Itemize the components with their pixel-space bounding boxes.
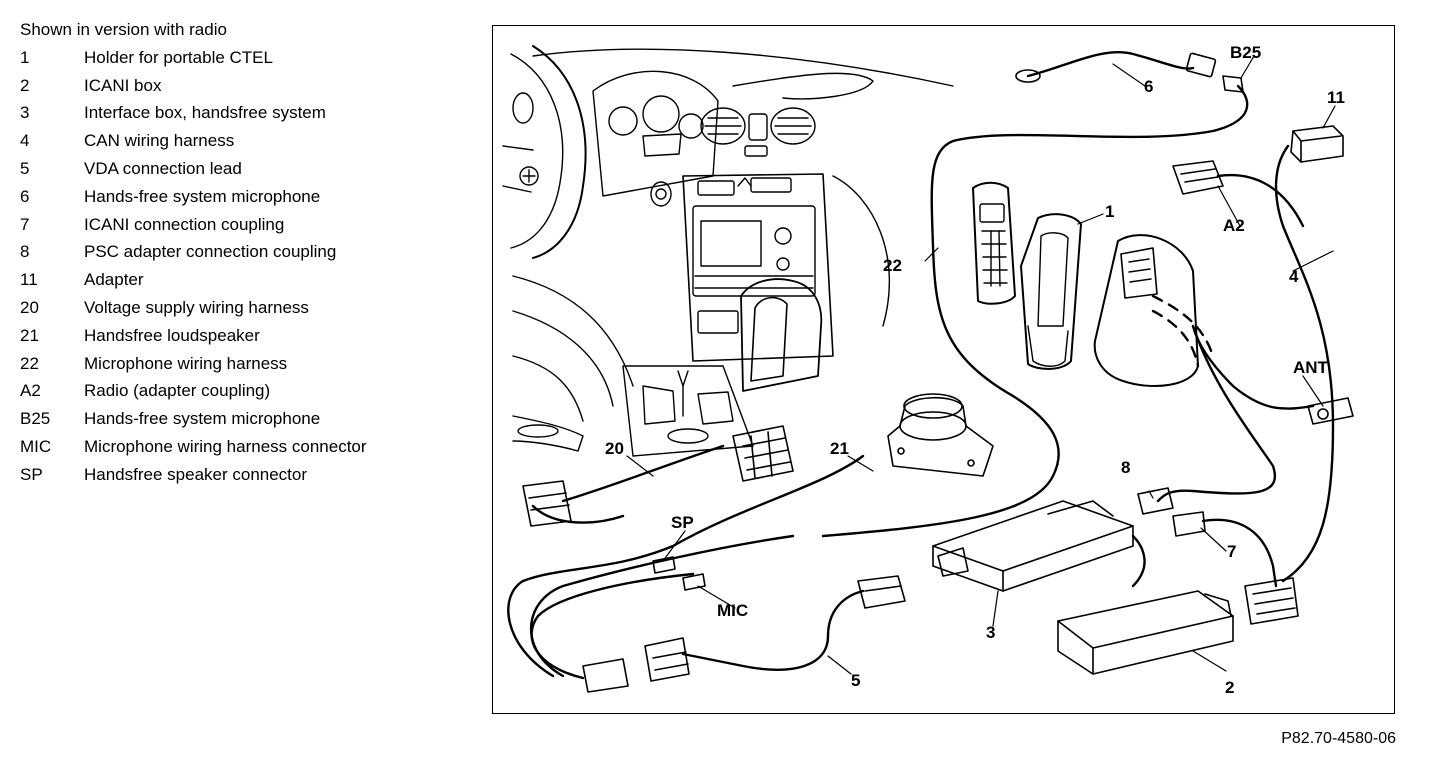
callout-4: 4 (1289, 267, 1299, 286)
callout-A2: A2 (1223, 216, 1245, 235)
legend-code: SP (20, 464, 43, 484)
legend-item: 21 Handsfree loudspeaker (20, 322, 367, 350)
callout-6: 6 (1144, 77, 1153, 96)
callout-labels: 1 2 3 4 5 6 7 8 11 20 21 22 A2 B25 ANT M… (605, 43, 1345, 697)
legend-code: 4 (20, 131, 30, 151)
legend-text: PSC adapter connection coupling (84, 242, 337, 262)
legend-text: Hands-free system microphone (84, 186, 321, 206)
figure-reference: P82.70-4580-06 (1281, 730, 1396, 747)
callout-ANT: ANT (1293, 358, 1329, 377)
callout-20: 20 (605, 439, 624, 458)
callout-3: 3 (986, 623, 995, 642)
callout-11: 11 (1327, 88, 1345, 107)
legend-item: 3 Interface box, handsfree system (20, 99, 367, 127)
callout-22: 22 (883, 256, 902, 275)
legend-text: Voltage supply wiring harness (84, 297, 309, 317)
diagram-frame: 1 2 3 4 5 6 7 8 11 20 21 22 A2 B25 ANT M… (492, 25, 1395, 714)
legend-item: 5 VDA connection lead (20, 155, 367, 183)
legend-code: A2 (20, 381, 41, 401)
legend-code: 22 (20, 353, 39, 373)
callout-7: 7 (1227, 542, 1236, 561)
legend-text: Holder for portable CTEL (84, 47, 273, 67)
legend-code: 3 (20, 103, 30, 123)
legend-code: 7 (20, 214, 30, 234)
legend-text: Hands-free system microphone (84, 409, 321, 429)
leader-lines (626, 55, 1336, 675)
legend-item: MIC Microphone wiring harness connector (20, 433, 367, 461)
legend-item: 22 Microphone wiring harness (20, 350, 367, 378)
legend-code: 11 (20, 270, 38, 290)
legend-item: 11 Adapter (20, 266, 367, 294)
legend-heading: Shown in version with radio (20, 20, 227, 39)
legend-text: Microphone wiring harness (84, 353, 288, 373)
legend-code: 8 (20, 242, 30, 262)
legend-text: VDA connection lead (84, 158, 242, 178)
callout-B25: B25 (1230, 43, 1261, 62)
legend-code: B25 (20, 409, 51, 429)
callout-21: 21 (830, 439, 849, 458)
legend-text: ICANI connection coupling (84, 214, 285, 234)
legend-item: 6 Hands-free system microphone (20, 183, 367, 211)
callout-1: 1 (1105, 202, 1114, 221)
legend-item: A2 Radio (adapter coupling) (20, 377, 367, 405)
legend-item: 1 Holder for portable CTEL (20, 44, 367, 72)
legend-code: 20 (20, 297, 39, 317)
wiring-diagram: 1 2 3 4 5 6 7 8 11 20 21 22 A2 B25 ANT M… (502, 43, 1354, 697)
legend-code: 21 (20, 325, 39, 345)
callout-8: 8 (1121, 458, 1130, 477)
legend-code: MIC (20, 436, 52, 456)
phone-and-holders (972, 181, 1199, 387)
legend-item: 20 Voltage supply wiring harness (20, 294, 367, 322)
wiring-harnesses (507, 50, 1335, 680)
legend-code: 1 (20, 47, 30, 67)
legend-text: ICANI box (84, 75, 162, 95)
legend-code: 2 (20, 75, 30, 95)
callout-2: 2 (1225, 678, 1234, 697)
callout-5: 5 (851, 671, 860, 690)
dashboard-illustration (502, 45, 954, 457)
legend-text: Adapter (84, 270, 144, 290)
legend-item: 7 ICANI connection coupling (20, 211, 367, 239)
legend: Shown in version with radio 1 Holder for … (20, 16, 367, 489)
legend-code: 6 (20, 186, 30, 206)
legend-item: B25 Hands-free system microphone (20, 405, 367, 433)
legend-text: CAN wiring harness (84, 131, 235, 151)
legend-item: 4 CAN wiring harness (20, 127, 367, 155)
legend-text: Handsfree loudspeaker (84, 325, 260, 345)
legend-text: Radio (adapter coupling) (84, 381, 271, 401)
legend-item: 8 PSC adapter connection coupling (20, 238, 367, 266)
legend-code: 5 (20, 158, 30, 178)
legend-item: SP Handsfree speaker connector (20, 461, 367, 489)
callout-MIC: MIC (717, 601, 748, 620)
components (522, 52, 1354, 693)
legend-text: Handsfree speaker connector (84, 464, 308, 484)
legend-text: Interface box, handsfree system (84, 103, 326, 123)
callout-SP: SP (671, 513, 694, 532)
legend-item: 2 ICANI box (20, 72, 367, 100)
legend-text: Microphone wiring harness connector (84, 436, 367, 456)
